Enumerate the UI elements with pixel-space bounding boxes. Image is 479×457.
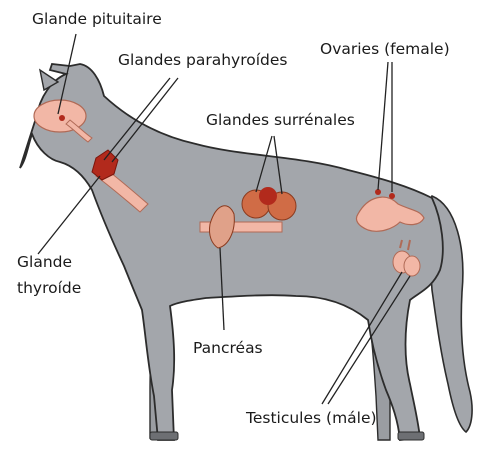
label-testicles: Testicules (mále) bbox=[246, 411, 377, 427]
pituitary-dot bbox=[59, 115, 65, 121]
label-pancreas: Pancréas bbox=[193, 341, 263, 357]
line-thyroid bbox=[38, 176, 100, 254]
line-ovary-left bbox=[378, 62, 388, 190]
label-ovaries: Ovaries (female) bbox=[320, 42, 450, 58]
label-thyroid-line2: thyroíde bbox=[17, 281, 81, 297]
label-thyroid-line1: Glande bbox=[17, 255, 72, 271]
hoof-hind bbox=[398, 432, 424, 440]
hoof-front bbox=[150, 432, 178, 440]
label-adrenal: Glandes surrénales bbox=[206, 113, 355, 129]
label-pituitary: Glande pituitaire bbox=[32, 12, 162, 28]
adrenal-mid bbox=[259, 187, 277, 205]
testicle-right bbox=[404, 256, 420, 276]
ovary-dot-right bbox=[389, 193, 395, 199]
label-parathyroid: Glandes parahyroídes bbox=[118, 53, 288, 69]
